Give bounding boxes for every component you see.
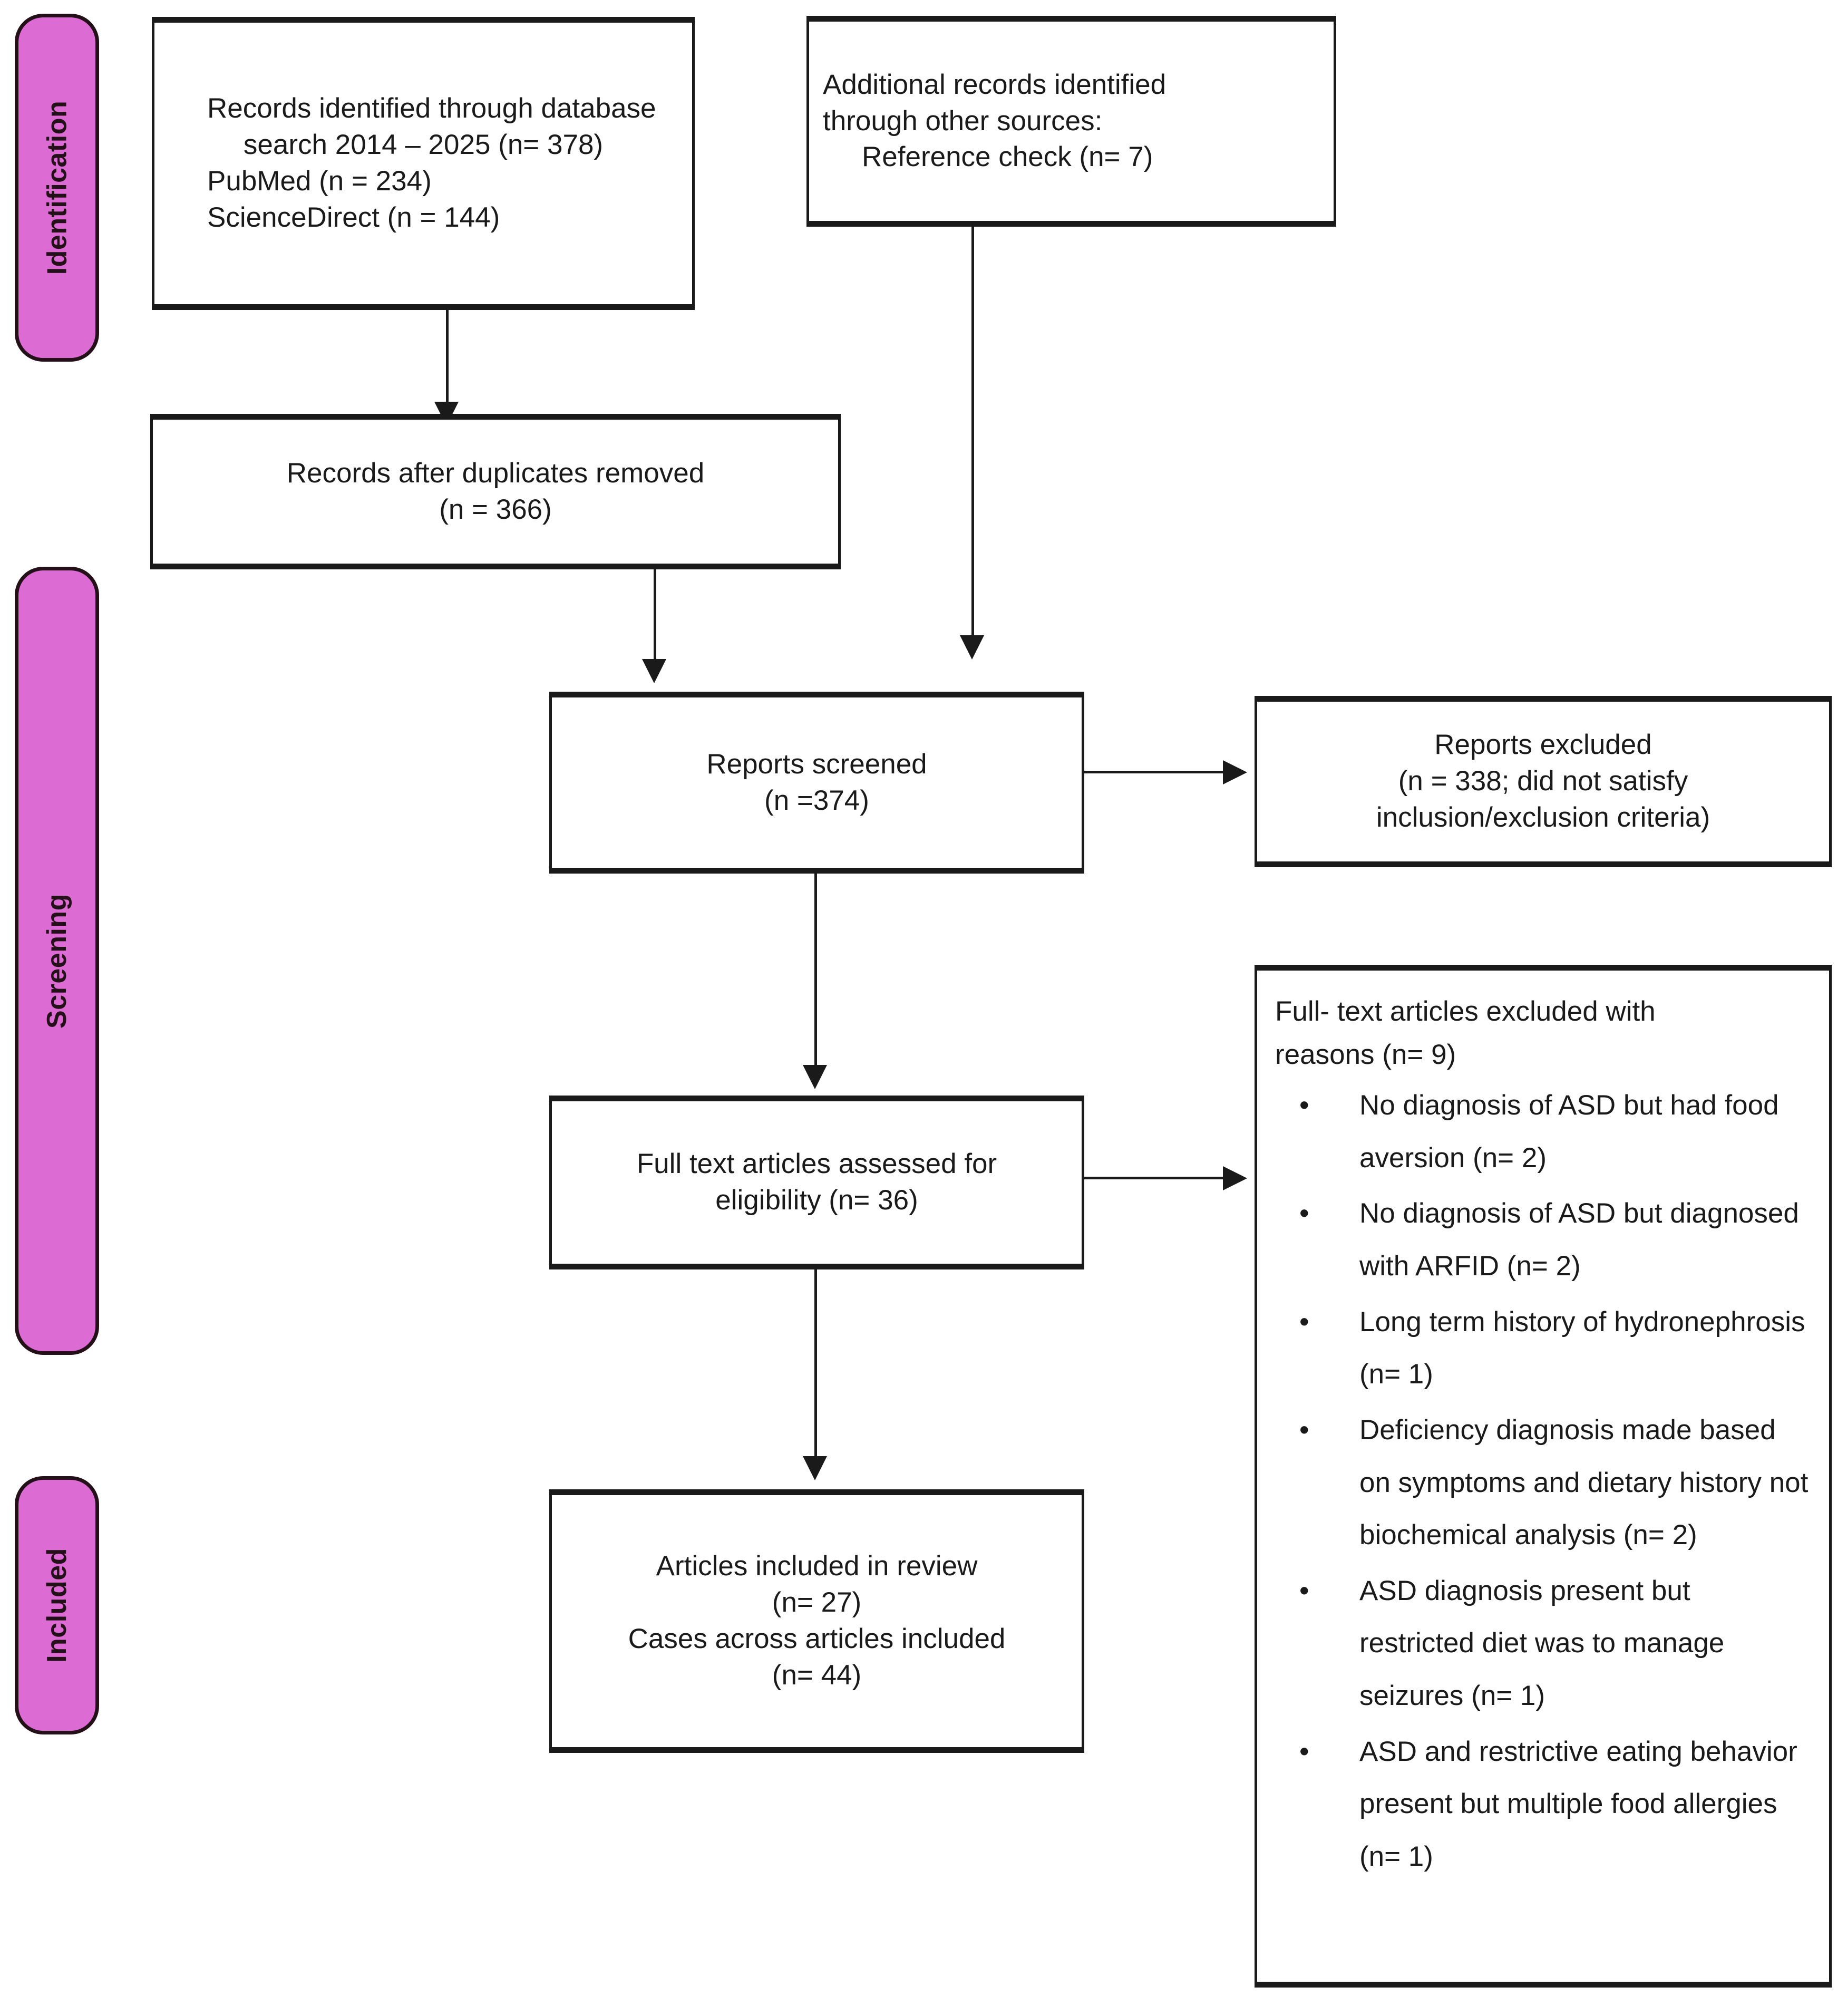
- box-database-search-bottom-shadow: [152, 304, 695, 310]
- box-articles-included-line-2: (n= 27): [772, 1587, 862, 1618]
- box-articles-included-top-shadow: [549, 1489, 1084, 1495]
- box-reports-excluded-bottom-shadow: [1255, 861, 1832, 867]
- reasons-list: • No diagnosis of ASD but had food avers…: [1275, 1079, 1811, 1883]
- connector-other-to-screened-arrow: [960, 635, 984, 660]
- box-database-search-top-shadow: [152, 17, 695, 23]
- box-reports-excluded-top-shadow: [1255, 696, 1832, 702]
- reason-list-item: • Long term history of hydronephrosis (n…: [1275, 1296, 1811, 1401]
- connector-other-to-screened-line: [971, 227, 974, 643]
- box-database-search-line-4: ScienceDirect (n = 144): [207, 201, 500, 233]
- phase-bar-identification: Identification: [15, 14, 99, 362]
- phase-bar-included: Included: [15, 1476, 99, 1734]
- box-reports-excluded: Reports excluded (n = 338; did not satis…: [1255, 696, 1832, 867]
- phase-bar-screening: Screening: [15, 567, 99, 1355]
- box-duplicates-removed: Records after duplicates removed (n = 36…: [150, 414, 841, 569]
- box-fulltext-assessed-top-shadow: [549, 1096, 1084, 1101]
- reasons-heading-line-2: reasons (n= 9): [1275, 1039, 1456, 1071]
- reason-list-item: • ASD diagnosis present but restricted d…: [1275, 1565, 1811, 1722]
- bullet-icon: •: [1299, 1414, 1309, 1446]
- reason-text: Deficiency diagnosis made based on sympt…: [1359, 1414, 1809, 1551]
- bullet-icon: •: [1299, 1575, 1309, 1606]
- box-other-sources-line-2: through other sources:: [823, 105, 1103, 137]
- box-fulltext-excluded-top-shadow: [1255, 965, 1832, 971]
- box-duplicates-removed-bottom-shadow: [150, 564, 841, 569]
- box-reports-excluded-line-3: inclusion/exclusion criteria): [1376, 801, 1710, 833]
- connector-screened-to-excluded-arrow: [1223, 760, 1247, 784]
- reason-text: No diagnosis of ASD but had food aversio…: [1359, 1090, 1779, 1174]
- box-database-search: Records identified through database sear…: [152, 17, 695, 310]
- reason-text: Long term history of hydronephrosis (n= …: [1359, 1306, 1805, 1390]
- connector-fulltext-to-reasons-line: [1084, 1177, 1227, 1179]
- bullet-icon: •: [1299, 1736, 1309, 1767]
- box-other-sources-bottom-shadow: [806, 221, 1336, 227]
- box-other-sources-line-1: Additional records identified: [823, 69, 1166, 100]
- box-articles-included-line-4: (n= 44): [772, 1659, 862, 1691]
- connector-fulltext-to-included-line: [814, 1269, 817, 1462]
- box-reports-screened-line-2: (n =374): [764, 784, 869, 816]
- box-articles-included-line-1: Articles included in review: [656, 1550, 978, 1582]
- phase-label-screening: Screening: [42, 893, 73, 1029]
- phase-label-identification: Identification: [42, 100, 72, 275]
- box-reports-screened-line-1: Reports screened: [706, 748, 927, 780]
- box-fulltext-excluded-reasons: Full- text articles excluded with reason…: [1255, 965, 1832, 1988]
- box-other-sources-line-3: Reference check (n= 7): [862, 141, 1153, 173]
- box-reports-excluded-line-2: (n = 338; did not satisfy: [1398, 765, 1688, 797]
- reason-text: ASD and restrictive eating behavior pres…: [1359, 1736, 1797, 1872]
- box-reports-screened: Reports screened (n =374): [549, 692, 1084, 874]
- reason-list-item: • No diagnosis of ASD but diagnosed with…: [1275, 1187, 1811, 1292]
- box-fulltext-assessed-line-2: eligibility (n= 36): [715, 1185, 918, 1216]
- connector-duplicates-to-screened-arrow: [642, 659, 666, 683]
- box-other-sources: Additional records identified through ot…: [806, 16, 1336, 227]
- connector-screened-to-excluded-line: [1084, 771, 1227, 773]
- connector-fulltext-to-reasons-arrow: [1223, 1166, 1247, 1190]
- connector-fulltext-to-included-arrow: [803, 1456, 827, 1480]
- reason-list-item: • ASD and restrictive eating behavior pr…: [1275, 1726, 1811, 1883]
- reasons-heading-line-1: Full- text articles excluded with: [1275, 996, 1656, 1027]
- bullet-icon: •: [1299, 1306, 1309, 1337]
- box-duplicates-removed-line-2: (n = 366): [439, 493, 552, 525]
- connector-duplicates-to-screened-line: [654, 569, 656, 667]
- box-duplicates-removed-line-1: Records after duplicates removed: [286, 457, 705, 489]
- box-fulltext-assessed-line-1: Full text articles assessed for: [636, 1148, 997, 1180]
- reason-text: ASD diagnosis present but restricted die…: [1359, 1575, 1725, 1712]
- phase-label-included: Included: [42, 1548, 73, 1663]
- box-fulltext-assessed-bottom-shadow: [549, 1264, 1084, 1269]
- connector-database-to-duplicates-line: [446, 310, 449, 410]
- box-database-search-line-2: search 2014 – 2025 (n= 378): [243, 129, 604, 161]
- connector-screened-to-fulltext-line: [814, 874, 817, 1074]
- connector-screened-to-fulltext-arrow: [803, 1065, 827, 1089]
- box-duplicates-removed-top-shadow: [150, 414, 841, 420]
- box-articles-included-bottom-shadow: [549, 1747, 1084, 1753]
- box-database-search-line-3: PubMed (n = 234): [207, 166, 432, 197]
- box-fulltext-assessed: Full text articles assessed for eligibil…: [549, 1096, 1084, 1269]
- box-articles-included-line-3: Cases across articles included: [628, 1623, 1006, 1654]
- box-reports-screened-top-shadow: [549, 692, 1084, 697]
- bullet-icon: •: [1299, 1090, 1309, 1121]
- bullet-icon: •: [1299, 1198, 1309, 1229]
- box-database-search-line-1: Records identified through database: [207, 93, 656, 124]
- box-reports-excluded-line-1: Reports excluded: [1434, 729, 1652, 761]
- reason-text: No diagnosis of ASD but diagnosed with A…: [1359, 1198, 1799, 1282]
- box-other-sources-top-shadow: [806, 16, 1336, 22]
- box-articles-included: Articles included in review (n= 27) Case…: [549, 1489, 1084, 1753]
- box-reports-screened-bottom-shadow: [549, 868, 1084, 874]
- reason-list-item: • No diagnosis of ASD but had food avers…: [1275, 1079, 1811, 1184]
- reason-list-item: • Deficiency diagnosis made based on sym…: [1275, 1404, 1811, 1562]
- box-fulltext-excluded-bottom-shadow: [1255, 1982, 1832, 1988]
